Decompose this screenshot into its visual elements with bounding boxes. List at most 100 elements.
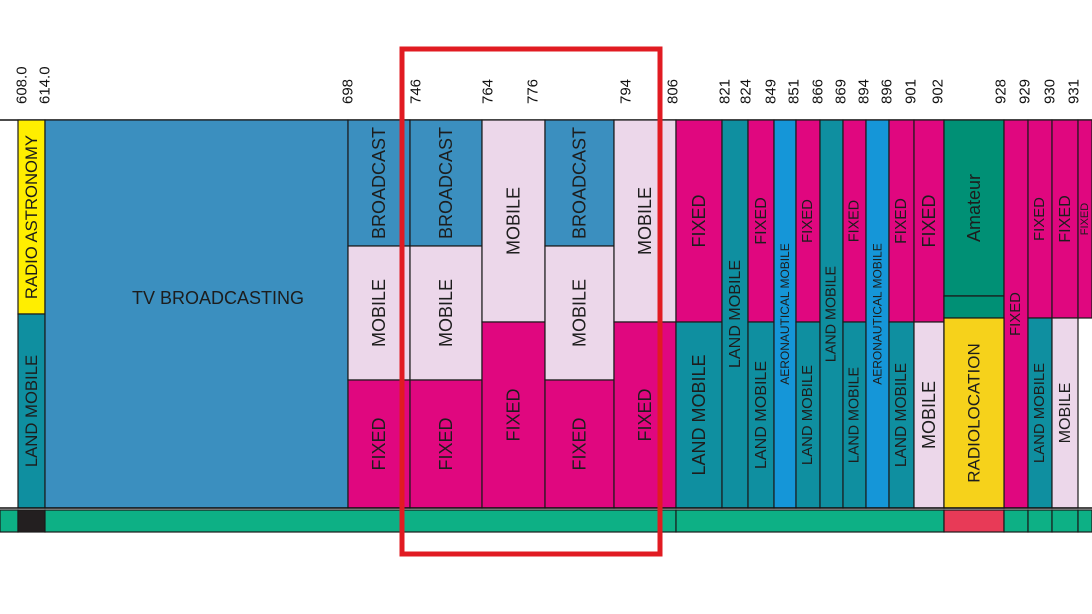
frequency-label: 608.0 xyxy=(14,66,31,104)
service-label: FIXED xyxy=(635,388,655,441)
service-label: MOBILE xyxy=(635,187,655,255)
cell-fixed xyxy=(544,379,615,509)
service-label: MOBILE xyxy=(570,279,590,347)
cell-fixed xyxy=(1077,119,1092,319)
service-label: FIXED xyxy=(570,417,590,470)
band-614.0-698: TV BROADCASTING xyxy=(44,119,349,509)
service-label: RADIOLOCATION xyxy=(965,343,984,482)
service-label: AERONAUTICAL MOBILE xyxy=(778,243,792,385)
cell-mobile xyxy=(544,245,615,381)
band-901-902: FIXED MOBILE xyxy=(913,119,945,509)
service-label: BROADCAST xyxy=(436,127,456,239)
frequency-label: 614.0 xyxy=(37,66,54,104)
service-label: Amateur xyxy=(964,174,984,242)
cell-mobile xyxy=(409,245,483,381)
frequency-label: 794 xyxy=(618,79,635,104)
service-label: TV BROADCASTING xyxy=(132,288,304,308)
service-label: MOBILE xyxy=(369,279,389,347)
service-label: FIXED xyxy=(436,417,456,470)
cell-broadcast xyxy=(544,119,615,247)
cell-land-mobile xyxy=(888,321,915,509)
strip-segment xyxy=(1003,509,1029,533)
service-label: LAND MOBILE xyxy=(726,260,744,368)
cell-broadcast xyxy=(44,119,349,509)
service-label: FIXED xyxy=(847,200,863,242)
frequency-label: 902 xyxy=(930,79,947,104)
cell-fixed xyxy=(888,119,915,323)
service-label: FIXED xyxy=(1032,197,1048,241)
frequency-label: 849 xyxy=(763,79,780,104)
service-label: LAND MOBILE xyxy=(800,365,816,465)
service-label: FIXED xyxy=(689,194,709,247)
band-928-929: FIXED xyxy=(1003,119,1029,509)
service-label: FIXED xyxy=(893,198,910,244)
service-label: LAND MOBILE xyxy=(752,361,770,469)
service-label: LAND MOBILE xyxy=(22,355,41,467)
band-896-901: FIXED LAND MOBILE xyxy=(888,119,915,509)
band-851-866: FIXED LAND MOBILE xyxy=(795,119,821,509)
strip-segment xyxy=(675,509,945,533)
frequency-label: 901 xyxy=(903,79,920,104)
frequency-label: 869 xyxy=(833,79,850,104)
service-label: FIXED xyxy=(919,194,939,247)
band-746-764: BROADCAST MOBILE FIXED xyxy=(409,119,483,509)
strip-segment xyxy=(17,509,46,533)
service-label: BROADCAST xyxy=(570,127,590,239)
frequency-label: 821 xyxy=(717,79,734,104)
service-label: LAND MOBILE xyxy=(893,363,910,467)
cell-fixed xyxy=(1003,119,1029,509)
service-label: RADIO ASTRONOMY xyxy=(22,135,41,299)
cell-broadcast xyxy=(409,119,483,247)
cell-land-mobile xyxy=(721,119,749,509)
frequency-label: 824 xyxy=(738,79,755,104)
service-label: FIXED xyxy=(752,197,770,244)
highlight-frame xyxy=(399,46,663,557)
service-label: BROADCAST xyxy=(369,127,389,239)
service-label: FIXED xyxy=(1079,203,1091,235)
cell-land-mobile xyxy=(675,321,723,509)
cell-land-mobile xyxy=(795,321,821,509)
frequency-label: 928 xyxy=(993,79,1010,104)
frequency-label: 931 xyxy=(1066,79,1083,104)
service-label: MOBILE xyxy=(504,187,524,255)
strip-segment xyxy=(943,509,1005,533)
frequency-label: 894 xyxy=(856,79,873,104)
frequency-label: 746 xyxy=(408,79,425,104)
bottom-status-strip xyxy=(0,509,1092,533)
service-label: MOBILE xyxy=(436,279,456,347)
cell-mobile xyxy=(613,119,677,323)
service-label: LAND MOBILE xyxy=(824,266,840,362)
frequency-label: 806 xyxy=(665,79,682,104)
cell-mobile xyxy=(913,321,945,509)
band-608.0-614.0: RADIO ASTRONOMY LAND MOBILE xyxy=(17,119,46,509)
frequency-label: 929 xyxy=(1017,79,1034,104)
frequency-label: 764 xyxy=(480,79,497,104)
cell-amateur-sliver xyxy=(943,295,1005,319)
band-931-: FIXED xyxy=(1077,119,1092,319)
frequency-label: 851 xyxy=(786,79,803,104)
strip-segment xyxy=(1051,509,1079,533)
band-blocks: RADIO ASTRONOMY LAND MOBILE TV BROADCASTIN… xyxy=(0,119,1092,509)
service-label: MOBILE xyxy=(919,381,939,449)
frequency-label: 866 xyxy=(810,79,827,104)
strip-segment xyxy=(1027,509,1053,533)
strip-segment xyxy=(1077,509,1092,533)
band-824-849: FIXED LAND MOBILE xyxy=(747,119,775,509)
service-label: FIXED xyxy=(1056,195,1074,242)
service-label: FIXED xyxy=(1008,292,1024,336)
service-label: LAND MOBILE xyxy=(689,354,709,475)
service-label: AERONAUTICAL MOBILE xyxy=(871,243,885,385)
cell-mobile xyxy=(1051,317,1079,509)
band-794-806: MOBILE FIXED xyxy=(613,119,677,509)
service-label: FIXED xyxy=(800,199,816,243)
band-902-928-radiolocation: RADIOLOCATION xyxy=(943,317,1005,509)
cell-fixed xyxy=(481,321,546,509)
cell-radiolocation xyxy=(943,317,1005,509)
strip-segment xyxy=(0,509,19,533)
band-806-821: FIXED LAND MOBILE xyxy=(675,119,723,509)
